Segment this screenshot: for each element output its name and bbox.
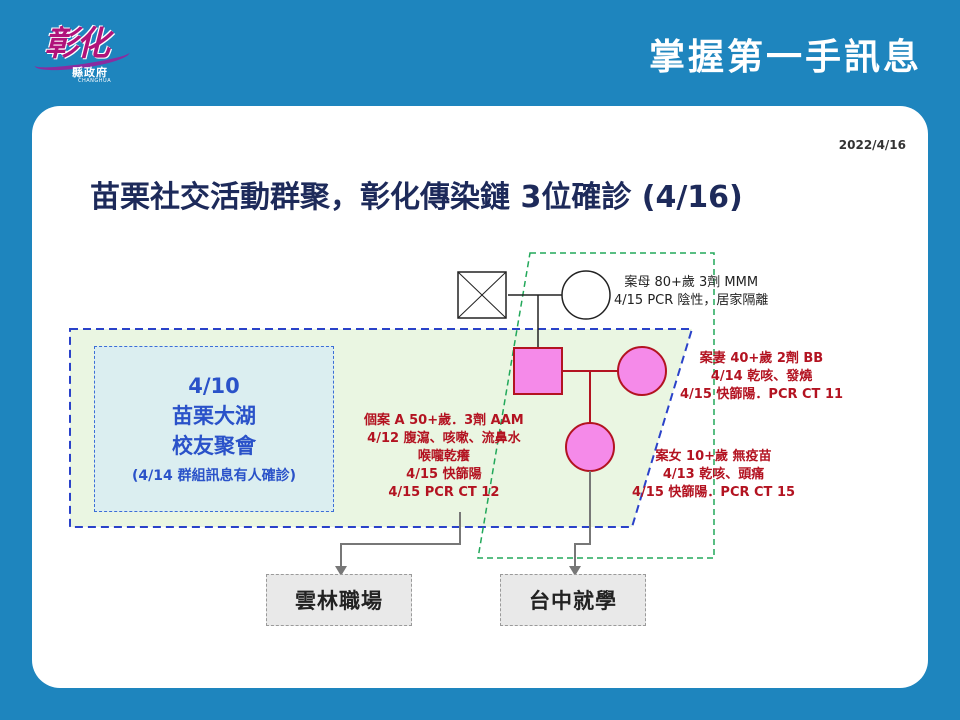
header-title: 掌握第一手訊息 xyxy=(648,37,922,78)
event-name: 校友聚會 xyxy=(172,434,256,458)
slide-title: 苗栗社交活動群聚，彰化傳染鏈 3位確診 (4/16) xyxy=(90,180,743,215)
daughter-label-line: 案女 10+歲 無疫苗 xyxy=(655,449,772,464)
index-case-label-line: 4/12 腹瀉、咳嗽、流鼻水 xyxy=(367,431,521,446)
daughter-symbol xyxy=(565,422,615,472)
mother-label-line: 4/15 PCR 陰性，居家隔離 xyxy=(614,293,769,308)
index-case-label-line: 4/15 快篩陽 xyxy=(406,467,482,482)
index-case-symbol xyxy=(513,347,563,395)
destination-yunlin-workplace: 雲林職場 xyxy=(266,574,412,626)
wife-symbol xyxy=(617,346,667,396)
event-note: (4/14 群組訊息有人確診) xyxy=(131,468,296,484)
daughter-label-line: 4/13 乾咳、頭痛 xyxy=(662,467,765,482)
event-date: 4/10 xyxy=(188,374,240,398)
logo-en-text: CHANGHUA xyxy=(78,78,112,84)
index-case-label-line: 4/15 PCR CT 12 xyxy=(388,485,500,500)
arrow-to-taichung xyxy=(574,471,591,568)
mother-label: 案母 80+歲 3劑 MMM 4/15 PCR 陰性，居家隔離 xyxy=(614,274,768,310)
mother-symbol xyxy=(561,270,611,320)
wife-label-line: 4/15 快篩陽．PCR CT 11 xyxy=(680,387,844,402)
index-case-label-line: 個案 A 50+歲．3劑 AAM xyxy=(364,413,524,428)
event-box: 4/10 苗栗大湖 校友聚會 (4/14 群組訊息有人確診) xyxy=(94,346,334,512)
daughter-label-line: 4/15 快篩陽．PCR CT 15 xyxy=(632,485,796,500)
logo-sub-text: 縣政府 xyxy=(72,66,108,79)
destination-taichung-school: 台中就學 xyxy=(500,574,646,626)
slide-date: 2022/4/16 xyxy=(838,138,906,152)
event-location: 苗栗大湖 xyxy=(172,404,256,428)
changhua-logo: 彰化 縣政府 CHANGHUA xyxy=(33,16,134,92)
mother-label-line: 案母 80+歲 3劑 MMM xyxy=(624,275,759,290)
wife-label-line: 案妻 40+歲 2劑 BB xyxy=(699,351,824,366)
index-case-label-line: 喉嚨乾癢 xyxy=(417,449,470,464)
wife-label-line: 4/14 乾咳、發燒 xyxy=(710,369,813,384)
slide-card: 2022/4/16 苗栗社交活動群聚，彰化傳染鏈 3位確診 (4/16) 4/1… xyxy=(32,106,928,688)
arrow-to-yunlin xyxy=(340,512,461,568)
logo-main-text: 彰化 xyxy=(44,24,110,64)
wife-label: 案妻 40+歲 2劑 BB 4/14 乾咳、發燒 4/15 快篩陽．PCR CT… xyxy=(680,350,843,404)
household-region xyxy=(477,252,715,559)
daughter-label: 案女 10+歲 無疫苗 4/13 乾咳、頭痛 4/15 快篩陽．PCR CT 1… xyxy=(632,448,795,502)
index-case-label: 個案 A 50+歲．3劑 AAM 4/12 腹瀉、咳嗽、流鼻水 喉嚨乾癢 4/1… xyxy=(364,412,524,502)
